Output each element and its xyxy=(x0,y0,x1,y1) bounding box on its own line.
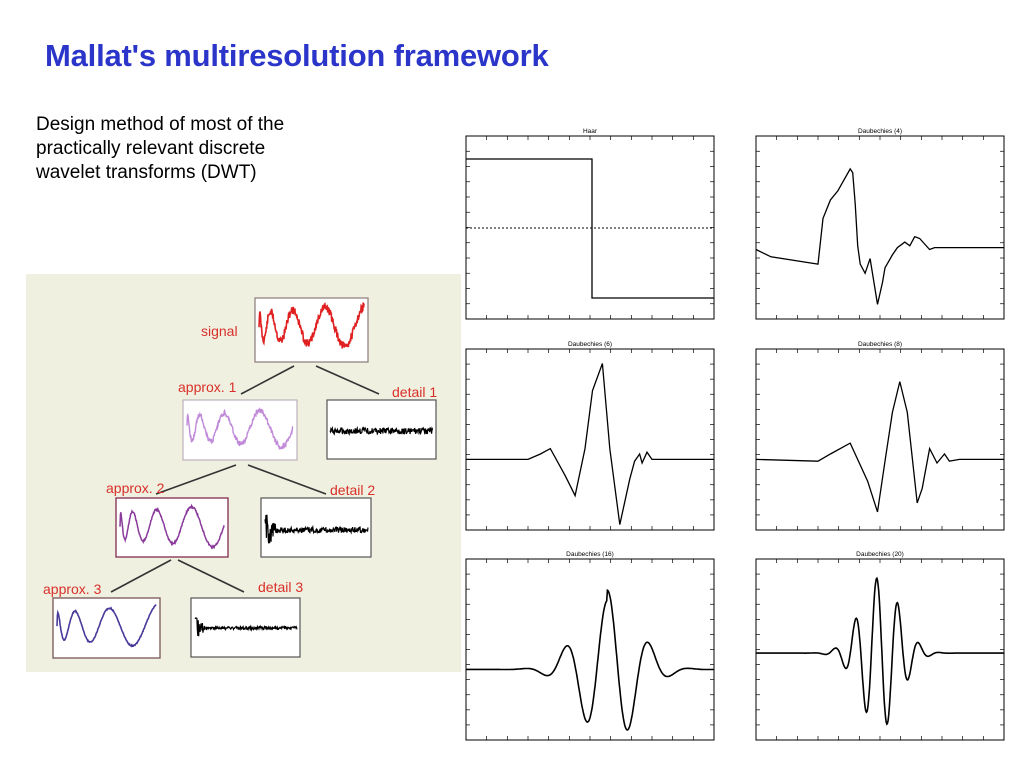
detail3-waveform xyxy=(194,617,298,637)
panel-daubechies-20 xyxy=(755,558,1005,741)
body-line-2: practically relevant discrete xyxy=(36,138,266,159)
detail2-waveform xyxy=(264,514,369,544)
panel-title-daubechies-20: Daubechies (20) xyxy=(856,551,904,558)
daubechies-8-wavelet-curve xyxy=(755,381,1004,513)
detail3-box xyxy=(190,597,301,658)
slide-body-text: Design method of most of the practically… xyxy=(36,113,366,185)
connector-signal-approx1 xyxy=(240,365,295,395)
panel-daubechies-16 xyxy=(465,558,715,741)
slide-title: Mallat's multiresolution framework xyxy=(45,38,549,73)
approx3-box xyxy=(52,597,161,659)
panel-daubechies-6 xyxy=(465,348,715,531)
panel-title-daubechies-6: Daubechies (6) xyxy=(568,341,612,348)
approx2-waveform xyxy=(119,503,225,550)
approx3-waveform xyxy=(56,604,157,648)
label-detail2: detail 2 xyxy=(330,482,375,498)
daubechies-16-wavelet-curve xyxy=(466,588,714,731)
label-approx1: approx. 1 xyxy=(178,379,237,395)
approx1-waveform xyxy=(186,407,294,451)
daubechies-20-wavelet-curve xyxy=(756,576,1004,726)
tree-connectors xyxy=(110,365,380,593)
connector-signal-detail1 xyxy=(315,365,380,395)
haar-wavelet-curve xyxy=(466,158,714,299)
detail2-box xyxy=(260,497,372,558)
panel-daubechies-4 xyxy=(755,135,1005,320)
panel-title-haar: Haar xyxy=(583,128,598,135)
label-signal: signal xyxy=(201,323,238,339)
wavelet-panels-svg: Haar Daubechies (4) Daubechies (6) Daube… xyxy=(465,128,1005,741)
signal-box xyxy=(254,297,369,363)
panel-title-daubechies-16: Daubechies (16) xyxy=(566,551,614,558)
detail1-box xyxy=(326,399,437,460)
approx2-box xyxy=(115,497,229,558)
panel-title-daubechies-8: Daubechies (8) xyxy=(858,341,902,348)
decomposition-tree-svg: signal approx. 1 detail 1 approx. 2 deta… xyxy=(26,274,461,672)
connector-approx2-detail3 xyxy=(177,559,245,593)
label-approx3: approx. 3 xyxy=(43,581,102,597)
label-approx2: approx. 2 xyxy=(106,480,165,496)
connector-approx2-approx3 xyxy=(110,559,172,593)
body-line-1: Design method of most of the xyxy=(36,114,285,135)
decomposition-tree-figure: signal approx. 1 detail 1 approx. 2 deta… xyxy=(26,274,461,672)
label-detail3: detail 3 xyxy=(258,579,303,595)
label-detail1: detail 1 xyxy=(392,384,437,400)
panel-daubechies-8 xyxy=(755,348,1005,531)
detail1-waveform xyxy=(329,425,434,437)
panel-title-daubechies-4: Daubechies (4) xyxy=(858,128,902,135)
daubechies-6-wavelet-curve xyxy=(466,363,714,525)
panel-haar xyxy=(465,135,715,320)
wavelet-panels-figure: Haar Daubechies (4) Daubechies (6) Daube… xyxy=(462,124,1010,744)
daubechies-4-wavelet-curve xyxy=(755,167,1004,305)
body-line-3: wavelet transforms (DWT) xyxy=(36,162,257,183)
signal-waveform xyxy=(258,302,365,349)
connector-approx1-detail2 xyxy=(247,464,327,495)
approx1-box xyxy=(182,399,298,461)
connector-approx1-approx2 xyxy=(155,464,237,495)
